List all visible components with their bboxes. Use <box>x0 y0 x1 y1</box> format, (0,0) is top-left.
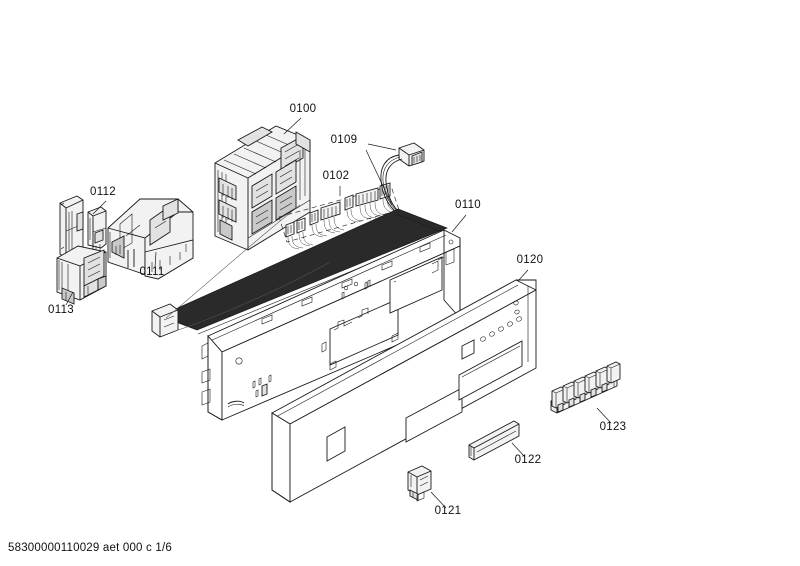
part-0102-wiring-connectors <box>278 182 400 250</box>
part-0100-control-module <box>214 125 311 251</box>
part-label-0121: 0121 <box>435 505 462 517</box>
part-0111-switch-housing <box>107 198 194 280</box>
part-labels: 0100 0109 0102 0110 0111 0112 0113 0120 … <box>48 103 626 517</box>
part-label-0109: 0109 <box>331 134 358 146</box>
part-0113-interlock-switch <box>56 245 107 305</box>
part-0123-button-key-strip <box>550 361 621 414</box>
part-label-0100: 0100 <box>290 103 317 115</box>
leader-lines <box>65 117 612 509</box>
part-label-0112: 0112 <box>90 186 116 198</box>
part-0109-ribbon-cable <box>151 142 448 338</box>
part-label-0122: 0122 <box>515 454 542 466</box>
part-label-0123: 0123 <box>600 421 627 433</box>
part-label-0102: 0102 <box>323 170 350 182</box>
part-0110-control-panel-frame <box>201 229 461 421</box>
part-0112-door-lock-latch <box>59 195 107 260</box>
part-label-0110: 0110 <box>455 199 481 211</box>
part-label-0113: 0113 <box>48 304 74 316</box>
part-0120-front-fascia <box>271 279 537 503</box>
part-label-0120: 0120 <box>517 254 544 266</box>
document-footer: 58300000110029 aet 000 c 1/6 <box>8 542 172 554</box>
part-0121-push-button-switch <box>407 465 432 502</box>
part-label-0111: 0111 <box>139 266 164 278</box>
part-0122-trim-strip <box>468 420 520 461</box>
